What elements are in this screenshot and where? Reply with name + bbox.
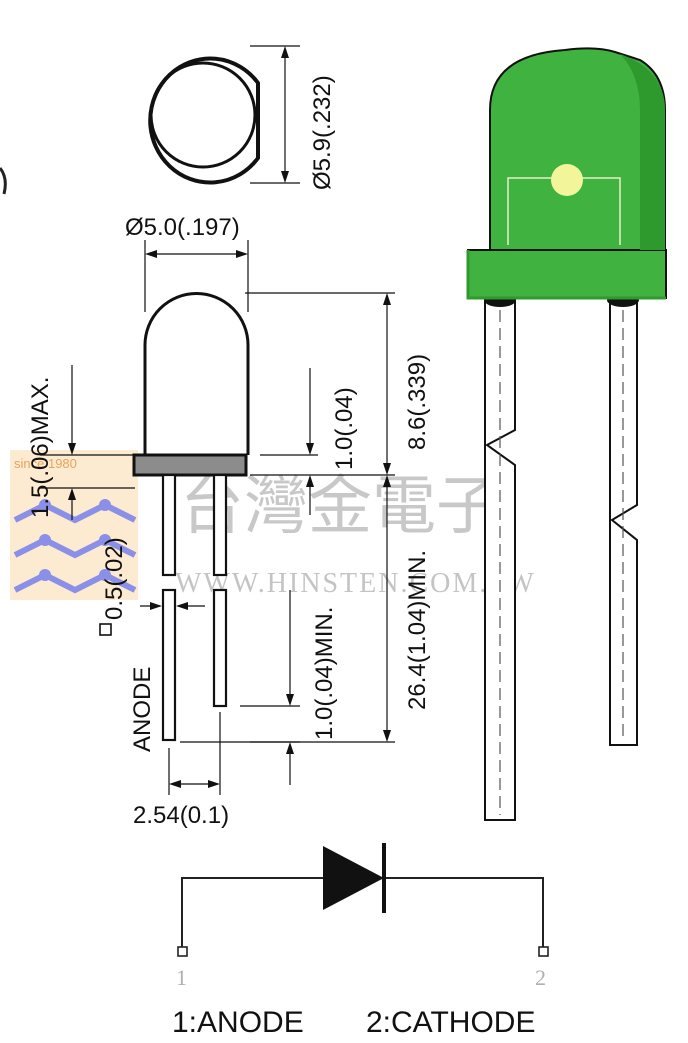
watermark-cjk: 台灣金電子 <box>180 470 500 544</box>
dim-lead-pitch: 2.54(0.1) <box>133 802 229 829</box>
dim-top-diameter: Ø5.9(.232) <box>309 75 336 190</box>
cropped-glyph <box>0 167 7 195</box>
watermark-tag: since 1980 <box>14 456 77 471</box>
dim-lead-length: 26.4(1.04)MIN. <box>404 550 431 710</box>
led-chip-icon <box>551 164 583 196</box>
diode-triangle-icon <box>323 846 384 910</box>
diode-schematic: 1 2 1:ANODE 2:CATHODE <box>172 843 549 1039</box>
dim-flange-max: 1.5(.06)MAX. <box>27 377 54 518</box>
pin1-number: 1 <box>176 965 187 990</box>
caption-cathode: 2:CATHODE <box>366 1006 535 1039</box>
dim-body-height: 8.6(.339) <box>404 354 431 450</box>
anode-lead-label: ANODE <box>129 667 156 752</box>
square-section-icon <box>99 623 112 636</box>
watermark-logo-icon <box>10 450 138 600</box>
led-side-view: Ø5.0(.197) 8.6(.339) 1.0(.04) 1.5(.06)MA… <box>27 214 431 829</box>
dim-body-diameter: Ø5.0(.197) <box>125 214 240 241</box>
led-top-view: Ø5.9(.232) <box>148 45 336 190</box>
watermark-url: WWW.HINSTEN.COM.TW <box>175 568 536 599</box>
dim-lead-square: 0.5(.02) <box>101 537 128 620</box>
dim-lead-min-gap: 1.0(.04)MIN. <box>311 607 338 740</box>
caption-anode: 1:ANODE <box>172 1006 304 1039</box>
dim-flange-height: 1.0(.04) <box>331 387 358 470</box>
led-3d-illustration <box>466 47 667 821</box>
watermark: since 1980 台灣金電子 WWW.HINSTEN.COM.TW <box>10 450 536 600</box>
pin2-number: 2 <box>535 965 546 990</box>
